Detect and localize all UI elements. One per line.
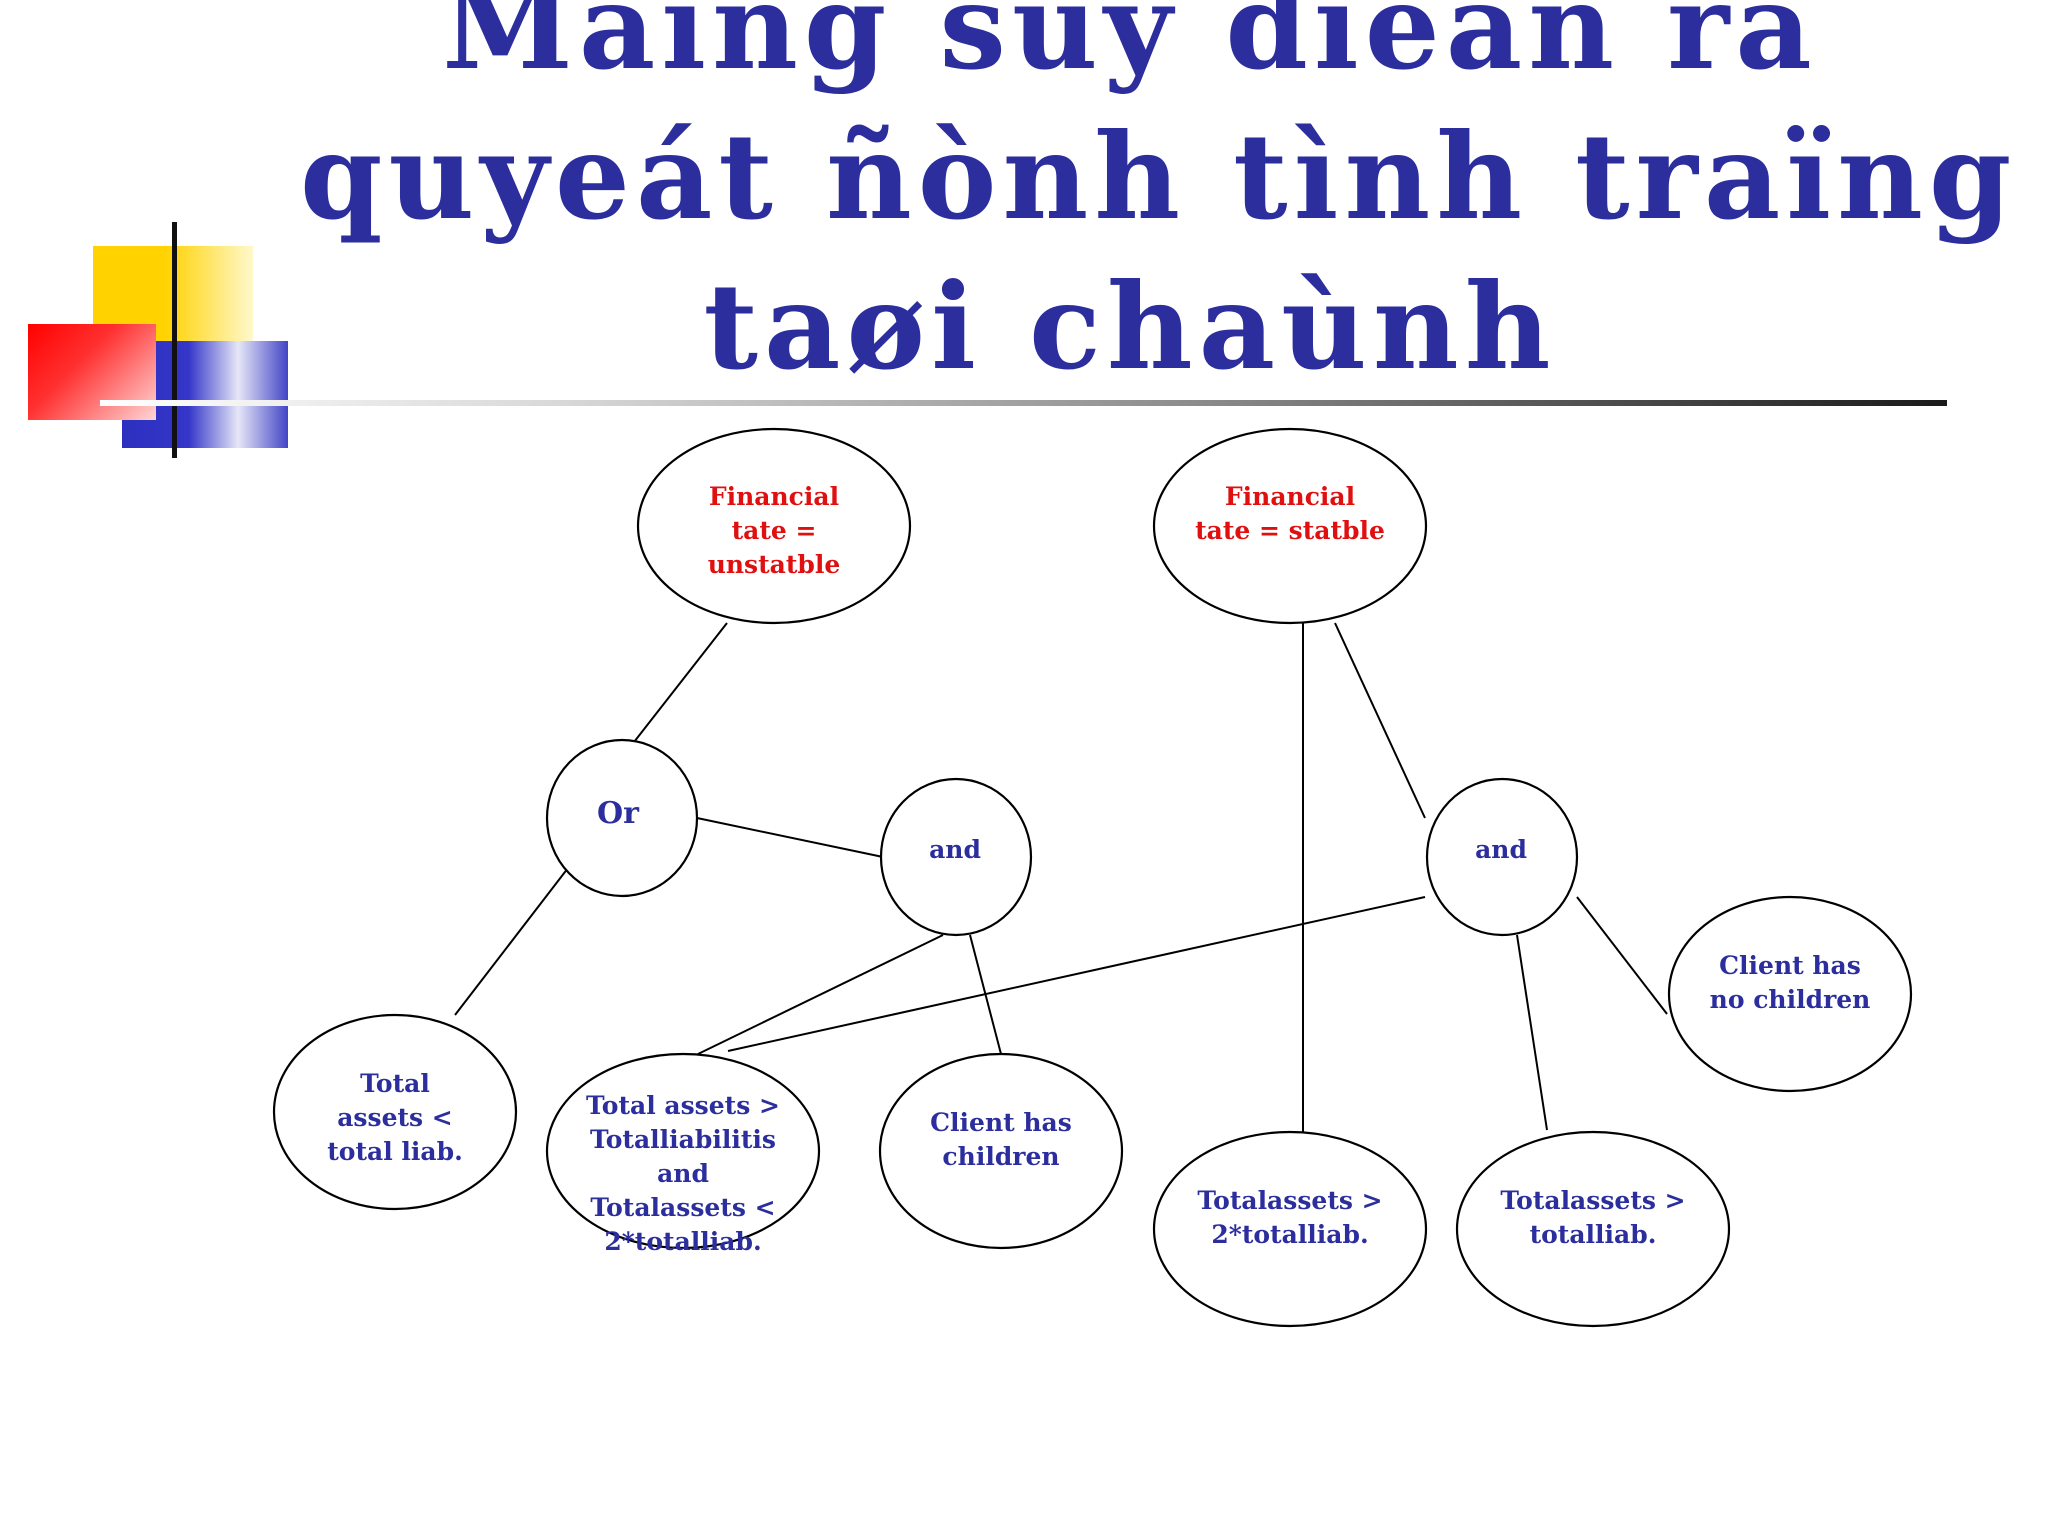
node-and-right: and (1475, 835, 1527, 864)
title-line-1: Maïng suy dieãn ra (442, 0, 1818, 96)
title-divider-line (100, 400, 1947, 406)
edge-and-right-assets-gt-liab (1516, 934, 1548, 1131)
node-and-right-shape (1425, 777, 1579, 937)
edge-or-and-left (696, 817, 884, 858)
edge-or-total-assets-lt (454, 854, 579, 1016)
node-financial-stable-shape (1152, 427, 1428, 625)
edge-and-right-assets-between (727, 896, 1426, 1052)
node-total-assets-lt-shape (272, 1013, 518, 1211)
node-and-left: and (929, 835, 981, 864)
edge-and-left-assets-between (697, 934, 944, 1055)
node-assets-between-shape (545, 1052, 821, 1250)
title-line-2: quyeát ñònh tình traïng (300, 107, 2018, 246)
node-client-no-children-shape (1667, 895, 1913, 1093)
node-total-assets-lt: Total assets < total liab. (327, 1069, 463, 1166)
node-financial-unstable-shape (636, 427, 912, 625)
node-financial-stable: Financial tate = statble (1195, 482, 1385, 545)
node-and-left-shape (879, 777, 1033, 937)
edge-and-right-no-children (1576, 896, 1668, 1015)
edge-unstable-or (633, 622, 728, 743)
title-line-3: taøi chaùnh (703, 257, 1557, 396)
node-assets-between: Total assets > Totalliabilitis and Total… (586, 1091, 780, 1256)
node-or: Or (597, 796, 639, 831)
node-or-shape (545, 738, 699, 898)
node-client-children: Client has children (930, 1108, 1072, 1171)
node-assets-gt-liab-shape (1455, 1130, 1731, 1328)
edge-stable-and-right (1334, 622, 1426, 819)
node-assets-gt-2x-shape (1152, 1130, 1428, 1328)
page-title: Maïng suy dieãn ra quyeát ñònh tình traï… (300, 0, 2018, 402)
node-assets-gt-liab: Totalassets > totalliab. (1500, 1186, 1686, 1249)
node-assets-gt-2x: Totalassets > 2*totalliab. (1197, 1186, 1383, 1249)
decor-vertical-line (172, 222, 177, 458)
node-client-children-shape (878, 1052, 1124, 1250)
node-client-no-children: Client has no children (1709, 951, 1871, 1014)
node-financial-unstable: Financial tate = unstatble (707, 482, 841, 579)
